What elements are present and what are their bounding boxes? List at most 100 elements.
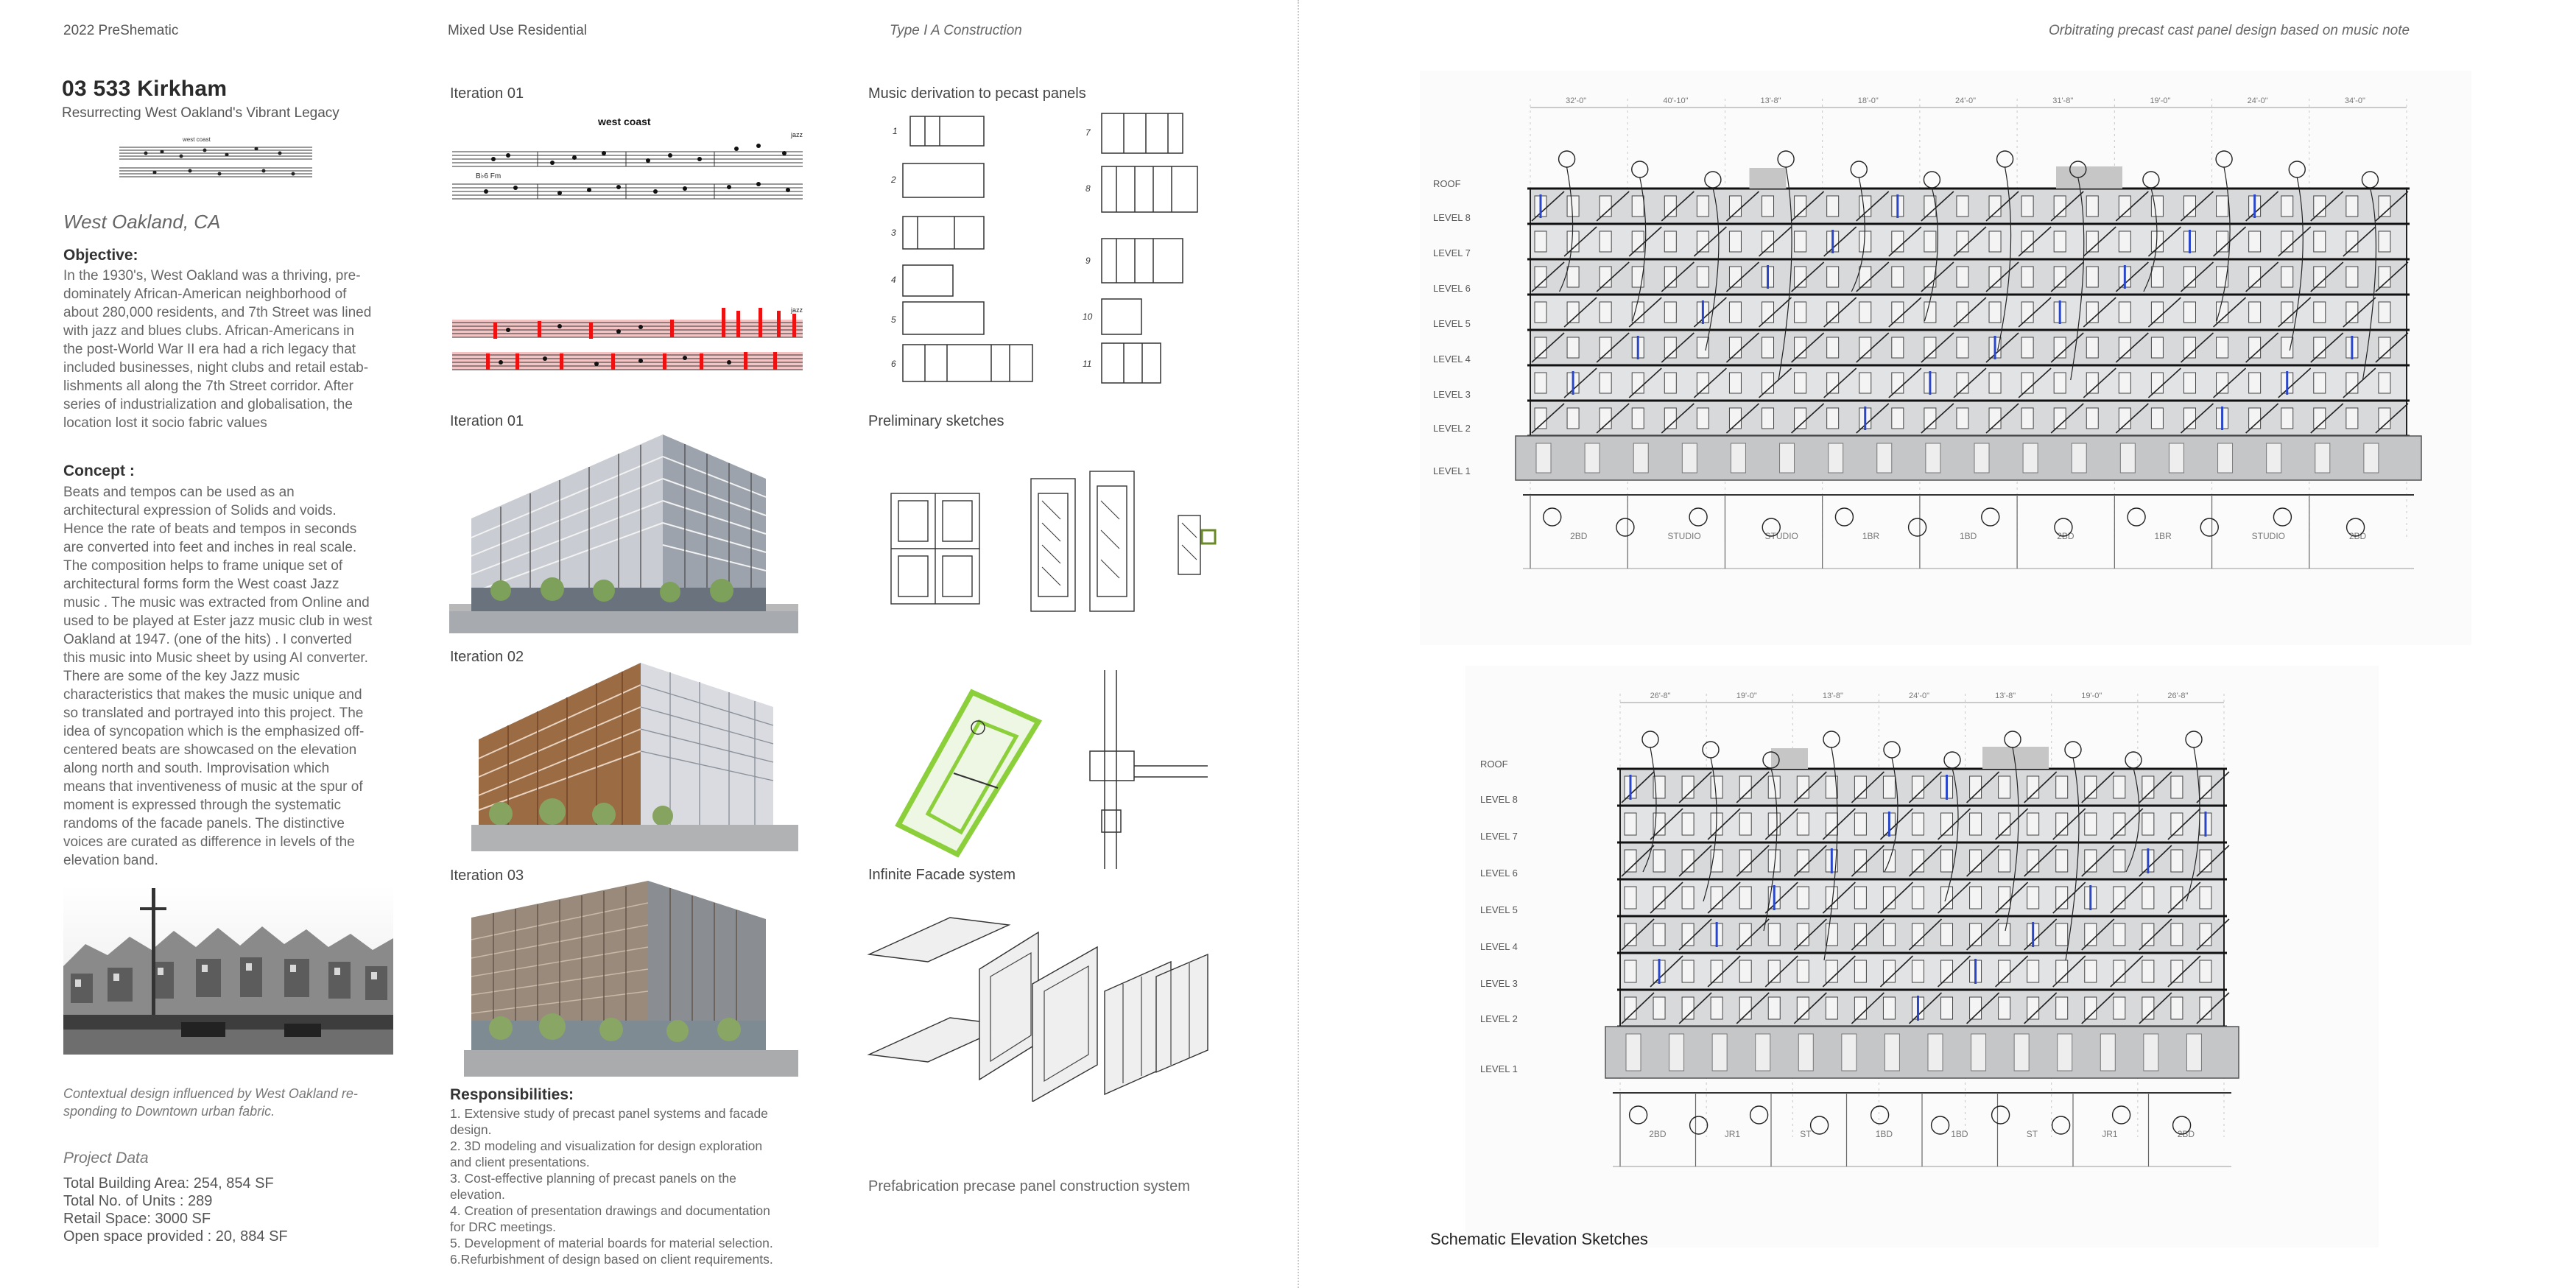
objective-line: lishments all along the 7th Street corri… [63, 379, 353, 394]
level-label: ROOF [1433, 178, 1461, 189]
project-data-line: Total No. of Units : 289 [63, 1193, 213, 1209]
thumb-label: west coast [182, 136, 211, 143]
unit-label: JR1 [2102, 1129, 2118, 1139]
level-label: LEVEL 3 [1433, 389, 1471, 400]
panel-derivation-sketches: 1 2 3 4 5 6 7 8 9 10 11 [890, 113, 1198, 384]
sketch-num-9: 9 [1085, 256, 1091, 266]
dimension-label: 32'-0" [1566, 96, 1586, 105]
bottom-elevation-sketch: 26'-8"19'-0"13'-8"24'-0"13'-8"19'-0"26'-… [1465, 666, 2379, 1247]
level-label: LEVEL 8 [1480, 794, 1518, 805]
concept-line: centered beats are showcased on the elev… [63, 742, 357, 758]
iteration3-label: Iteration 03 [450, 868, 524, 884]
dimension-label: 34'-0" [2345, 96, 2365, 105]
unit-label: 2BD [1649, 1129, 1667, 1139]
sketch-num-5: 5 [891, 314, 896, 325]
concept-heading: Concept : [63, 462, 135, 479]
level-label: LEVEL 1 [1480, 1063, 1518, 1074]
unit-label: ST [1800, 1129, 1812, 1139]
unit-label: JR1 [1725, 1129, 1741, 1139]
infinite-facade-label: Infinite Facade system [868, 867, 1016, 883]
sketch-num-2: 2 [890, 175, 896, 185]
concept-line: so translated and portrayed into this pr… [63, 705, 364, 721]
concept-line: The composition helps to frame unique se… [63, 558, 343, 574]
concept-line: this music into Music sheet by using AI … [63, 650, 368, 666]
concept-line: idea of syncopation which is the emphasi… [63, 724, 365, 739]
project-data-line: Retail Space: 3000 SF [63, 1211, 211, 1227]
project-subtitle: Resurrecting West Oakland's Vibrant Lega… [62, 105, 339, 121]
level-label: LEVEL 6 [1480, 868, 1518, 879]
music-sheet-beat-highlight: jazz [452, 306, 803, 370]
project-location: West Oakland, CA [63, 211, 221, 233]
project-title: 03 533 Kirkham [62, 77, 228, 101]
concept-text: Beats and tempos can be used as an archit… [63, 483, 393, 870]
photo-caption-line: sponding to Downtown urban fabric. [63, 1104, 275, 1119]
objective-line: series of industrialization and globalis… [63, 397, 353, 412]
sketch-num-8: 8 [1085, 183, 1091, 194]
photo-caption: Contextual design influenced by West Oak… [63, 1085, 393, 1120]
photo-caption-line: Contextual design influenced by West Oak… [63, 1086, 358, 1101]
music-sheet: west coast jazz B♭6 Fm [452, 116, 803, 200]
unit-label: STUDIO [1667, 531, 1700, 541]
dimension-label: 40'-10" [1663, 96, 1688, 105]
schematic-caption: Schematic Elevation Sketches [1430, 1230, 1648, 1248]
objective-line: with jazz and blues clubs. African-Ameri… [63, 323, 354, 339]
project-data-heading: Project Data [63, 1150, 149, 1166]
concept-line: randoms of the facade panels. The distin… [63, 816, 345, 831]
music-title: west coast [597, 116, 651, 127]
sketch-num-3: 3 [891, 228, 896, 238]
level-label: LEVEL 7 [1433, 247, 1471, 258]
historic-street-photo [63, 885, 393, 1055]
responsibility-line: 1. Extensive study of precast panel syst… [450, 1106, 768, 1121]
sketch-num-1: 1 [893, 126, 898, 136]
unit-label: 2BD [2178, 1129, 2195, 1139]
concept-line: music . The music was extracted from Onl… [63, 595, 370, 610]
responsibility-line: 3. Cost-effective planning of precast pa… [450, 1171, 736, 1186]
responsibilities-list: 1. Extensive study of precast panel syst… [450, 1105, 814, 1267]
sketch-num-7: 7 [1085, 127, 1091, 138]
concept-line: means that inventiveness of music at the… [63, 779, 363, 795]
unit-label: 1BD [1951, 1129, 1968, 1139]
dimension-label: 19'-0" [2081, 691, 2102, 700]
unit-label: ST [2027, 1129, 2038, 1139]
sketch-num-10: 10 [1083, 312, 1093, 322]
responsibility-line: design. [450, 1122, 492, 1137]
dimension-label: 19'-0" [2150, 96, 2170, 105]
sheet-music-thumbnail: west coast [119, 136, 312, 177]
dimension-label: 24'-0" [2248, 96, 2268, 105]
responsibility-line: and client presentations. [450, 1155, 590, 1169]
level-label: LEVEL 2 [1433, 423, 1471, 434]
concept-line: architectural expression of Solids and v… [63, 503, 337, 518]
responsibility-line: 4. Creation of presentation drawings and… [450, 1203, 770, 1218]
dimension-label: 18'-0" [1858, 96, 1879, 105]
preliminary-sketches-label: Preliminary sketches [868, 413, 1004, 429]
concept-line: Beats and tempos can be used as an [63, 485, 295, 500]
unit-label: STUDIO [1765, 531, 1798, 541]
unit-label: 1BD [1876, 1129, 1893, 1139]
level-label: LEVEL 5 [1433, 318, 1471, 329]
unit-label: 1BR [2154, 531, 2172, 541]
responsibility-line: 6.Refurbishment of design based on clien… [450, 1252, 773, 1267]
concept-line: architectural forms form the West coast … [63, 577, 339, 592]
project-data-line: Open space provided : 20, 884 SF [63, 1228, 288, 1245]
header-type: Mixed Use Residential [448, 23, 588, 38]
concept-line: moment is expressed through the systemat… [63, 798, 342, 813]
unit-label: 1BD [1960, 531, 1977, 541]
iteration1-render [449, 434, 798, 633]
concept-line: along north and south. Improvisation whi… [63, 761, 330, 776]
dimension-label: 26'-8" [1650, 691, 1671, 700]
responsibility-line: 5. Development of material boards for ma… [450, 1236, 773, 1250]
responsibility-line: 2. 3D modeling and visualization for des… [450, 1139, 763, 1153]
level-label: LEVEL 2 [1480, 1013, 1518, 1024]
dimension-label: 26'-8" [2167, 691, 2188, 700]
responsibilities-heading: Responsibilities: [450, 1086, 574, 1103]
page-divider [1298, 0, 1299, 1288]
iteration2-render [471, 663, 798, 851]
concept-line: Oakland at 1947. (one of the hits) . I c… [63, 632, 352, 647]
chords-line: B♭6 Fm [476, 172, 501, 180]
exploded-facade-axonometric [867, 917, 1208, 1102]
top-elevation-sketch: 32'-0"40'-10"13'-8"18'-0"24'-0"31'-8"19'… [1420, 71, 2471, 645]
dimension-label: 13'-8" [1761, 96, 1781, 105]
iteration1-music-label: Iteration 01 [450, 85, 524, 102]
header-year-app: 2022 PreShematic [63, 23, 179, 38]
level-label: ROOF [1480, 759, 1508, 770]
